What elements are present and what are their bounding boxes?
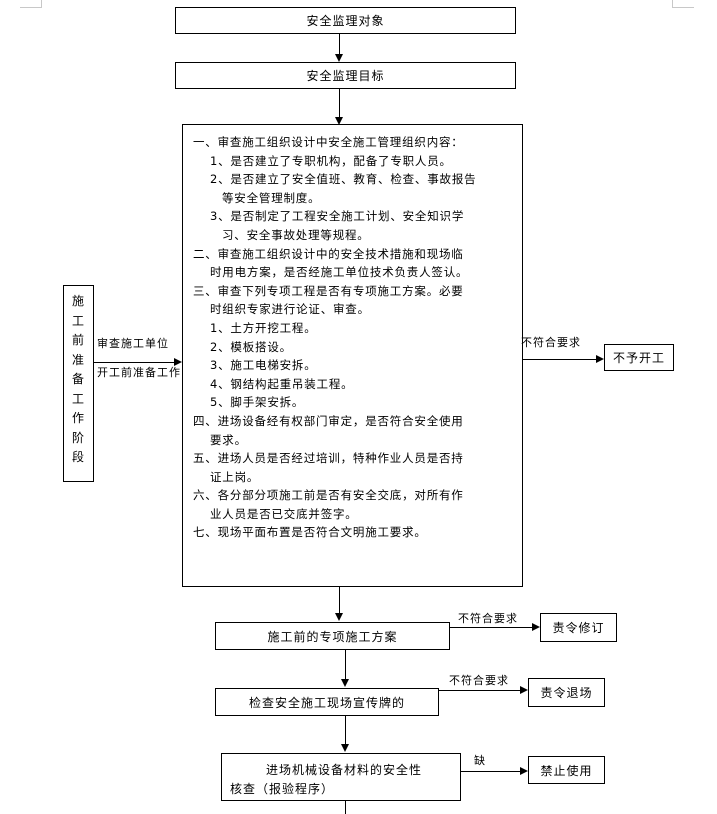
review-line: 4、钢结构起重吊装工程。 xyxy=(210,376,354,391)
stage-arrow-label-top: 审查施工单位 xyxy=(97,337,169,350)
stage-char: 备 xyxy=(71,372,85,386)
review-line: 2、模板搭设。 xyxy=(210,339,292,354)
arrowhead xyxy=(335,613,343,621)
review-line: 三、审查下列专项工程是否有专项施工方案。必要 xyxy=(193,283,464,298)
review-line: 5、脚手架安拆。 xyxy=(210,395,305,410)
continue-line xyxy=(345,801,346,814)
arrowhead xyxy=(520,767,528,775)
arrowhead xyxy=(341,744,349,752)
review-line: 一、审查施工组织设计中安全施工管理组织内容： xyxy=(193,135,464,149)
sign-not-meet-label: 不符合要求 xyxy=(449,674,509,687)
pre-construction-stage-box: 施 工 前 准 备 工 作 阶 段 xyxy=(63,285,94,482)
review-line: 四、进场设备经有权部门审定，是否符合安全使用 xyxy=(193,413,464,428)
forbid-use-box: 禁止使用 xyxy=(528,756,605,784)
arrow-line xyxy=(345,650,346,679)
order-exit-box: 责令退场 xyxy=(528,678,605,707)
arrowhead xyxy=(596,355,604,363)
exit-arrow-line xyxy=(439,690,520,691)
equipment-check-line-1: 进场机械设备材料的安全性 xyxy=(266,763,423,777)
no-start-box: 不予开工 xyxy=(604,344,674,371)
review-line: 业人员是否已交底并签字。 xyxy=(210,506,358,521)
stage-char: 工 xyxy=(71,313,85,328)
stage-char: 作 xyxy=(71,411,85,425)
review-line: 等安全管理制度。 xyxy=(222,190,321,205)
review-content-box: 一、审查施工组织设计中安全施工管理组织内容： 1、是否建立了专职机构，配备了专职… xyxy=(182,124,523,587)
arrowhead xyxy=(532,623,540,631)
arrowhead xyxy=(174,358,182,366)
review-line: 时用电方案，是否经施工单位技术负责人签认。 xyxy=(210,265,469,280)
page-corner-mark-left-h xyxy=(20,7,42,8)
stage-char: 阶 xyxy=(71,430,85,445)
reject-arrow-line xyxy=(523,359,596,360)
order-revise-box: 责令修订 xyxy=(540,613,617,642)
signboard-check-box: 检查安全施工现场宣传牌的 xyxy=(215,688,439,716)
review-line: 1、是否建立了专职机构，配备了专职人员。 xyxy=(210,153,452,168)
page-corner-mark-right-v xyxy=(672,0,673,8)
arrowhead xyxy=(520,686,528,694)
stage-char: 前 xyxy=(71,333,85,347)
page-corner-mark-right-h xyxy=(672,7,694,8)
review-line: 时组织专家进行论证、审查。 xyxy=(210,302,370,317)
arrow-line xyxy=(339,89,340,117)
arrowhead xyxy=(335,54,343,62)
review-line: 2、是否建立了安全值班、教育、检查、事故报告 xyxy=(210,172,477,187)
stage-arrow-line xyxy=(94,362,174,363)
arrow-line xyxy=(339,34,340,54)
stage-arrow-label-bottom: 开工前准备工作 xyxy=(97,366,181,379)
arrowhead xyxy=(341,679,349,687)
stage-char: 施 xyxy=(71,294,85,308)
equipment-check-box: 进场机械设备材料的安全性 核查（报验程序） xyxy=(221,753,461,801)
review-line: 1、土方开挖工程。 xyxy=(210,320,317,335)
arrow-line xyxy=(339,587,340,613)
review-line: 六、各分部分项施工前是否有安全交底，对所有作 xyxy=(193,488,464,503)
arrow-line xyxy=(345,716,346,744)
special-plan-box: 施工前的专项施工方案 xyxy=(215,622,450,650)
equipment-check-line-2: 核查（报验程序） xyxy=(230,782,335,796)
page-corner-mark-left-v xyxy=(41,0,42,8)
review-line: 要求。 xyxy=(210,432,247,447)
stage-char: 准 xyxy=(71,352,85,367)
review-line: 3、施工电梯安拆。 xyxy=(210,358,317,373)
revise-arrow-line xyxy=(450,627,532,628)
main-not-meet-label: 不符合要求 xyxy=(521,336,581,349)
forbid-arrow-line xyxy=(461,771,520,772)
safety-goal-box: 安全监理目标 xyxy=(175,62,516,89)
review-line: 五、进场人员是否经过培训，特种作业人员是否持 xyxy=(193,451,464,466)
review-line: 3、是否制定了工程安全施工计划、安全知识学 xyxy=(210,209,465,224)
plan-not-meet-label: 不符合要求 xyxy=(458,612,518,625)
stage-char: 工 xyxy=(71,391,85,406)
arrowhead xyxy=(335,117,343,125)
review-line: 证上岗。 xyxy=(210,469,260,484)
review-line: 七、现场平面布置是否符合文明施工要求。 xyxy=(193,525,427,540)
equip-missing-label: 缺 xyxy=(474,754,486,767)
safety-object-box: 安全监理对象 xyxy=(175,7,516,34)
review-line: 二、审查施工组织设计中的安全技术措施和现场临 xyxy=(193,246,464,261)
review-line: 习、安全事故处理等规程。 xyxy=(222,227,370,242)
stage-char: 段 xyxy=(71,450,85,464)
